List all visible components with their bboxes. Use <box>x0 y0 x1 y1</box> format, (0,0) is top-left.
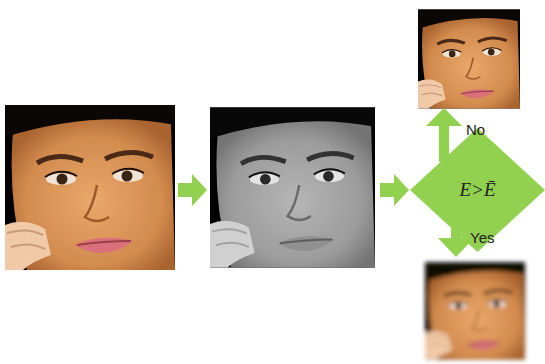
grayscale-face <box>210 107 375 267</box>
color-face <box>5 105 175 270</box>
branch-label: Yes <box>470 229 494 246</box>
flow-arrow <box>178 174 207 206</box>
diamond-outline <box>410 128 545 252</box>
condition-text: E>Ē <box>459 179 495 201</box>
flow-arrow <box>380 174 409 206</box>
blurred-face <box>425 262 525 359</box>
sharp-face <box>418 10 520 109</box>
branch-label: No <box>466 121 485 138</box>
